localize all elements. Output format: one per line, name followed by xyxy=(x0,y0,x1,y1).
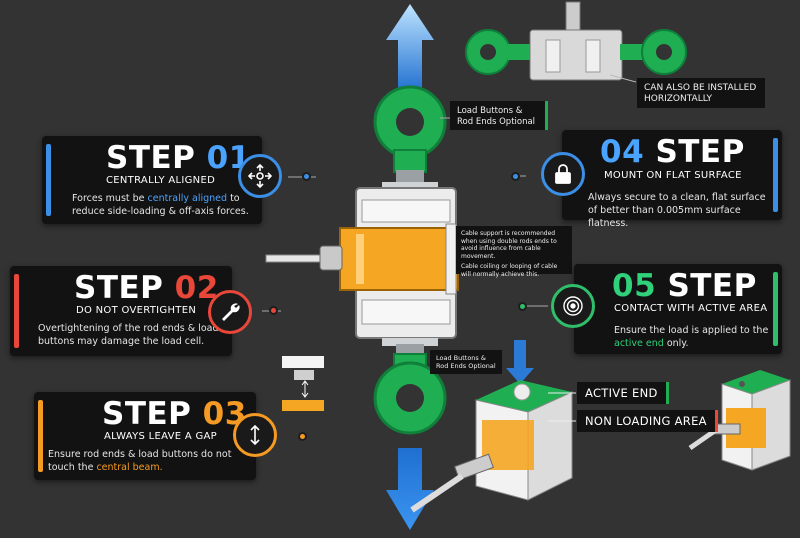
step-01-word: STEP xyxy=(106,140,196,176)
step-04-number: 04 xyxy=(600,134,645,170)
step-05-body: Ensure the load is applied to the active… xyxy=(614,324,774,350)
step-05-word: STEP xyxy=(667,268,757,304)
step-05-number: 05 xyxy=(612,268,657,304)
step-04-icon-ring xyxy=(541,152,585,196)
top-load-buttons-note: Load Buttons & Rod Ends Optional xyxy=(450,101,548,130)
cable-note-1: Cable support is recommended when using … xyxy=(461,230,557,260)
step-01-dot xyxy=(302,172,311,181)
step-01-title: STEP 01 xyxy=(106,140,251,176)
step-02-dot xyxy=(269,306,278,315)
step-04-dot xyxy=(511,172,520,181)
step-05-accent-bar xyxy=(773,272,778,346)
step-04-card: 04 STEP MOUNT ON FLAT SURFACE Always sec… xyxy=(562,130,782,229)
step-04-word: STEP xyxy=(655,134,745,170)
horizontal-install-diagram xyxy=(465,1,687,83)
step-02-icon-ring xyxy=(208,290,252,334)
step-01-body-highlight: centrally aligned xyxy=(147,193,228,204)
step-03-card: STEP 03 ALWAYS LEAVE A GAP Ensure rod en… xyxy=(34,392,256,480)
step-01-icon-ring xyxy=(238,154,282,198)
step-05-dot xyxy=(518,302,527,311)
step-02-body: Overtightening of the rod ends & load bu… xyxy=(38,323,219,347)
step-02-word: STEP xyxy=(74,270,164,306)
step-03-word: STEP xyxy=(102,396,192,432)
move-arrows-icon xyxy=(248,164,272,188)
step-04-subtitle: MOUNT ON FLAT SURFACE xyxy=(604,170,742,181)
down-force-arrow xyxy=(386,448,434,530)
non-loading-area-label: NON LOADING AREA xyxy=(577,410,718,432)
step-05-card: 05 STEP CONTACT WITH ACTIVE AREA Ensure … xyxy=(574,264,782,354)
step-05-title: 05 STEP xyxy=(612,268,757,304)
bottom-load-buttons-line2: Rod Ends Optional xyxy=(436,362,496,370)
step-05-icon-ring xyxy=(551,284,595,328)
step-02-accent-bar xyxy=(14,274,19,348)
step-05-body-pre: Ensure the load is applied to the xyxy=(614,325,769,336)
step-03-accent-bar xyxy=(38,400,43,472)
up-force-arrow xyxy=(386,4,434,92)
active-end-label: ACTIVE END xyxy=(577,382,669,404)
active-end-text: ACTIVE END xyxy=(585,386,658,400)
step-04-body: Always secure to a clean, flat surface o… xyxy=(588,192,766,229)
step-03-body: Ensure rod ends & load buttons do not to… xyxy=(48,448,238,474)
step-03-dot xyxy=(298,432,307,441)
lock-icon xyxy=(555,164,571,184)
step-01-card: STEP 01 CENTRALLY ALIGNED Forces must be… xyxy=(42,136,262,224)
non-loading-text: NON LOADING AREA xyxy=(585,414,707,428)
top-load-buttons-line1: Load Buttons & xyxy=(457,106,523,116)
step-01-body: Forces must be centrally aligned to redu… xyxy=(72,192,258,218)
bottom-rod-end xyxy=(373,338,447,435)
step-01-subtitle: CENTRALLY ALIGNED xyxy=(106,175,216,186)
gap-diagram xyxy=(282,356,324,411)
active-end-diagram xyxy=(410,340,791,513)
target-icon xyxy=(563,296,583,316)
step-03-body-pre: Ensure rod ends & load buttons do not to… xyxy=(48,449,232,473)
step-05-body-highlight: active end xyxy=(614,338,664,349)
step-02-card: STEP 02 DO NOT OVERTIGHTEN Overtightenin… xyxy=(10,266,232,356)
step-04-title: 04 STEP xyxy=(600,134,745,170)
horizontal-install-text: CAN ALSO BE INSTALLED HORIZONTALLY xyxy=(644,83,757,104)
bottom-load-buttons-note: Load Buttons & Rod Ends Optional xyxy=(430,350,502,374)
step-03-icon-ring xyxy=(233,413,277,457)
cable-support-note: Cable support is recommended when using … xyxy=(456,226,572,278)
step-02-subtitle: DO NOT OVERTIGHTEN xyxy=(76,305,197,316)
step-03-body-highlight: central beam. xyxy=(96,462,163,473)
wrench-icon xyxy=(222,303,240,321)
horizontal-install-note: CAN ALSO BE INSTALLED HORIZONTALLY xyxy=(637,78,765,108)
top-load-buttons-line2: Rod Ends Optional xyxy=(457,117,536,127)
top-rod-end xyxy=(373,85,447,190)
load-cell-body xyxy=(265,187,459,339)
step-03-subtitle: ALWAYS LEAVE A GAP xyxy=(104,431,218,442)
step-01-body-pre: Forces must be xyxy=(72,193,148,204)
step-05-subtitle: CONTACT WITH ACTIVE AREA xyxy=(614,303,768,314)
step-03-title: STEP 03 xyxy=(102,396,247,432)
load-direction-arrow xyxy=(506,340,534,384)
step-02-title: STEP 02 xyxy=(74,270,219,306)
step-01-accent-bar xyxy=(46,144,51,216)
cable-note-2: Cable coiling or looping of cable will n… xyxy=(461,263,558,278)
step-05-body-post: only. xyxy=(663,338,689,349)
step-04-accent-bar xyxy=(773,138,778,212)
vertical-gap-icon xyxy=(250,424,260,446)
step-01-body-post: to reduce side-loading & off-axis forces… xyxy=(72,193,249,217)
bottom-load-buttons-line1: Load Buttons & xyxy=(436,354,486,362)
